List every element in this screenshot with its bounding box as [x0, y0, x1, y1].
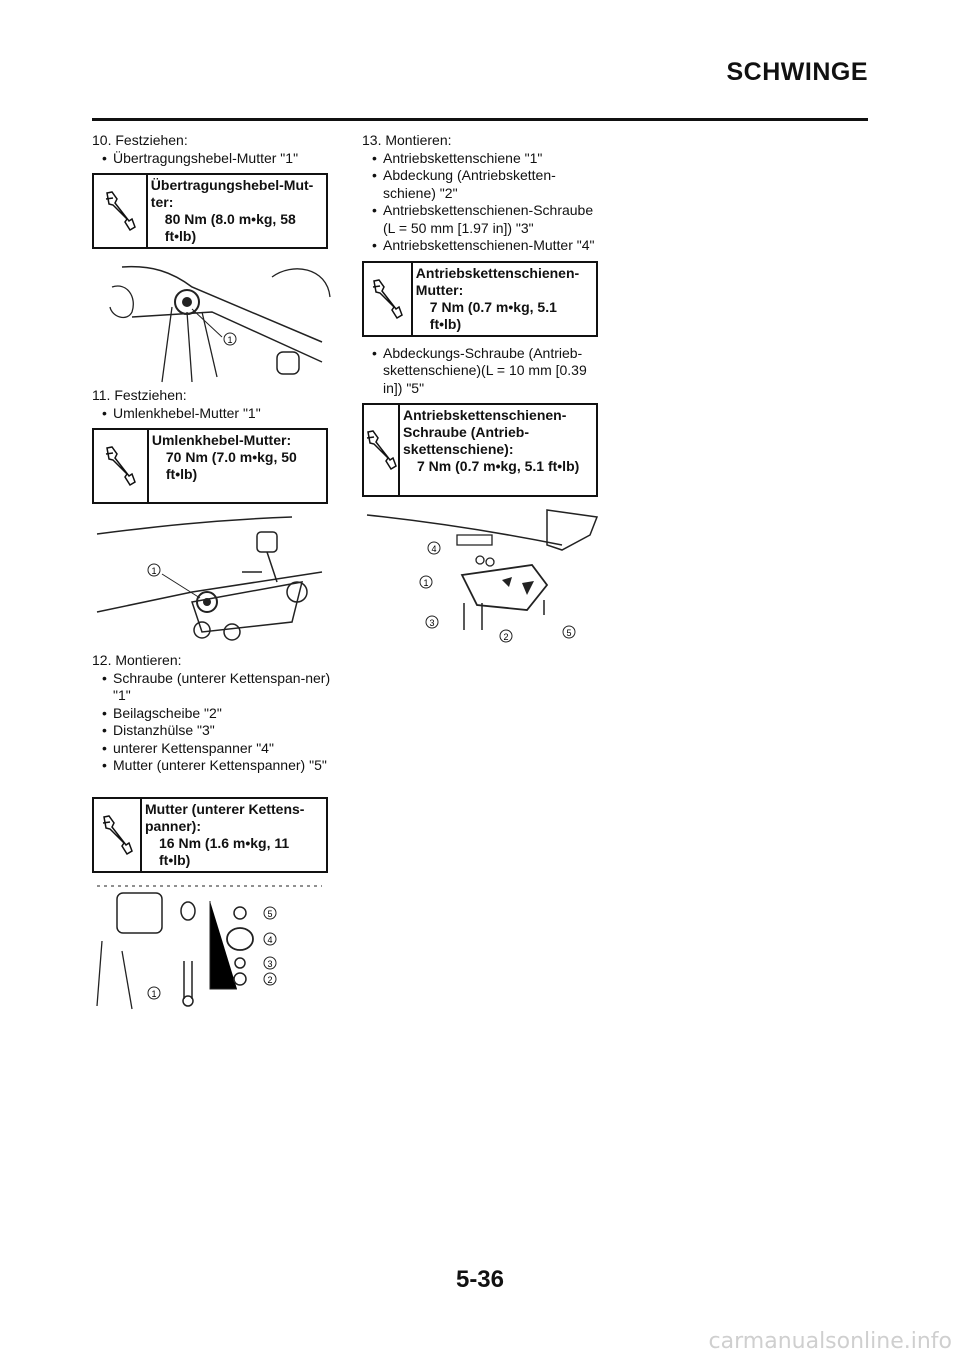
figure-drive-chain-guide: 4 1 3 2 5: [366, 509, 599, 643]
torque-value: 80 Nm (8.0 m•kg, 58 ft•lb): [164, 211, 296, 244]
callout-3: 3: [429, 618, 434, 628]
step-10-title: 10. Festziehen:: [92, 132, 188, 148]
wrench-icon: [94, 798, 142, 871]
callouts: 1 2 3 4 5: [147, 906, 277, 999]
page-number: 5-36: [455, 1266, 505, 1293]
list-item: Antriebskettenschienen-Mutter "4": [372, 237, 602, 255]
list-item: Abdeckungs-Schraube (Antrieb-skettenschi…: [372, 345, 602, 398]
torque-value: 16 Nm (1.6 m•kg, 11 ft•lb): [159, 834, 290, 868]
torque-box-10: Übertragungshebel-Mut-ter: 80 Nm (8.0 m•…: [92, 173, 328, 249]
step-11-title: 11. Festziehen:: [92, 387, 187, 403]
callout-3: 3: [267, 959, 272, 969]
list-item: Beilagscheibe "2": [102, 705, 332, 723]
watermark: carmanualsonline.info: [708, 1329, 952, 1354]
header-rule: [92, 118, 868, 121]
figure-lower-chain-tensioner: 1 2 3 4 5: [96, 885, 322, 1009]
callout-4: 4: [431, 544, 436, 554]
list-item: Antriebskettenschienen-Schraube (L = 50 …: [372, 202, 602, 237]
torque-value: 7 Nm (0.7 m•kg, 5.1 ft•lb): [429, 298, 557, 332]
list-item: Übertragungshebel-Mutter "1": [102, 150, 332, 168]
page-title: SCHWINGE: [726, 58, 868, 86]
callouts: 4 1 3 2 5: [419, 541, 576, 643]
torque-name: Antriebskettenschienen-Mutter:: [415, 264, 580, 298]
left-column: 10. Festziehen: Übertragungshebel-Mutter…: [92, 132, 332, 1015]
list-item: Distanzhülse "3": [102, 722, 332, 740]
callout-1: 1: [151, 566, 156, 576]
torque-box-11: Umlenkhebel-Mutter: 70 Nm (7.0 m•kg, 50 …: [92, 428, 328, 504]
list-item: Schraube (unterer Kettenspan-ner) "1": [102, 670, 332, 705]
callout-2: 2: [503, 632, 508, 642]
torque-value: 7 Nm (0.7 m•kg, 5.1 ft•lb): [417, 458, 580, 474]
callout-5: 5: [267, 909, 272, 919]
torque-name: Antriebskettenschienen-Schraube (Antrieb…: [403, 407, 567, 457]
figure-relay-arm-nut: 1: [96, 516, 323, 641]
callout-1: 1: [227, 335, 232, 345]
step-12-title: 12. Montieren:: [92, 652, 182, 668]
torque-box-12: Mutter (unterer Kettens-panner): 16 Nm (…: [92, 796, 328, 873]
list-item: Antriebskettenschiene "1": [372, 150, 602, 168]
torque-box-13b: Antriebskettenschienen-Schraube (Antrieb…: [362, 403, 598, 497]
callout-1: 1: [423, 578, 428, 588]
step-13-title: 13. Montieren:: [362, 132, 452, 148]
torque-name: Mutter (unterer Kettens-panner):: [145, 800, 305, 834]
step-13-extra-list: Abdeckungs-Schraube (Antrieb-skettenschi…: [362, 345, 602, 398]
step-11-list: Umlenkhebel-Mutter "1": [92, 405, 332, 423]
callout-1: 1: [151, 989, 156, 999]
wrench-icon: [364, 405, 400, 495]
step-12-list: Schraube (unterer Kettenspan-ner) "1" Be…: [92, 670, 332, 775]
torque-box-13a: Antriebskettenschienen-Mutter: 7 Nm (0.7…: [362, 260, 598, 337]
wrench-icon: [94, 430, 149, 502]
wrench-icon: [364, 262, 413, 335]
step-13-list: Antriebskettenschiene "1" Abdeckung (Ant…: [362, 150, 602, 255]
callout-2: 2: [267, 975, 272, 985]
step-10-list: Übertragungshebel-Mutter "1": [92, 150, 332, 168]
list-item: Umlenkhebel-Mutter "1": [102, 405, 332, 423]
torque-name: Umlenkhebel-Mutter:: [151, 432, 292, 448]
figure-transmission-lever-nut: 1: [109, 265, 331, 383]
callout-5: 5: [566, 628, 571, 638]
list-item: unterer Kettenspanner "4": [102, 740, 332, 758]
list-item: Abdeckung (Antriebsketten-schiene) "2": [372, 167, 602, 202]
wrench-icon: [94, 175, 148, 247]
list-item: Mutter (unterer Kettenspanner) "5": [102, 757, 332, 775]
torque-name: Übertragungshebel-Mut-ter:: [150, 177, 314, 210]
torque-value: 70 Nm (7.0 m•kg, 50 ft•lb): [165, 449, 297, 482]
callout-4: 4: [267, 935, 272, 945]
right-column: 13. Montieren: Antriebskettenschiene "1"…: [362, 132, 602, 649]
